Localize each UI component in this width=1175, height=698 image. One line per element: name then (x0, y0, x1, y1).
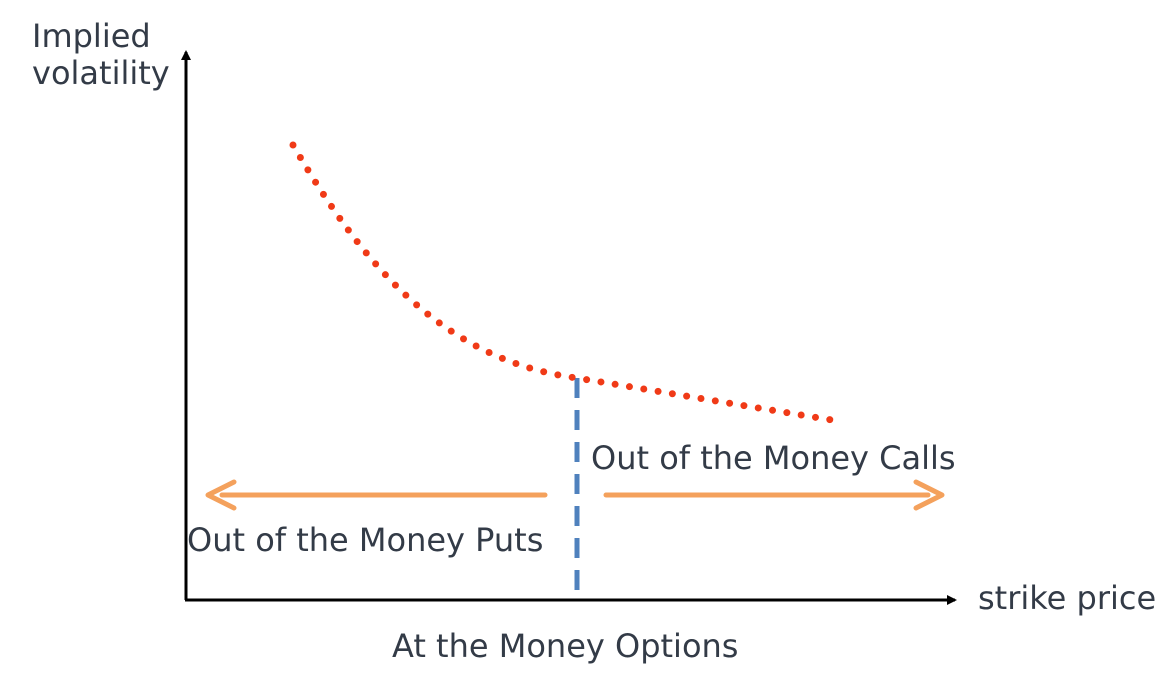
volatility-skew-curve (289, 141, 836, 424)
puts-arrow (205, 479, 548, 511)
y-axis-label-line2: volatility (32, 53, 170, 92)
at-the-money-label: At the Money Options (392, 627, 739, 665)
x-axis-label: strike price (978, 579, 1157, 617)
calls-arrow (603, 479, 945, 511)
out-of-money-calls-label: Out of the Money Calls (591, 439, 956, 477)
out-of-money-puts-label: Out of the Money Puts (187, 521, 544, 559)
y-axis-label: Implied volatility (32, 18, 170, 92)
y-axis-label-line1: Implied (32, 17, 151, 55)
